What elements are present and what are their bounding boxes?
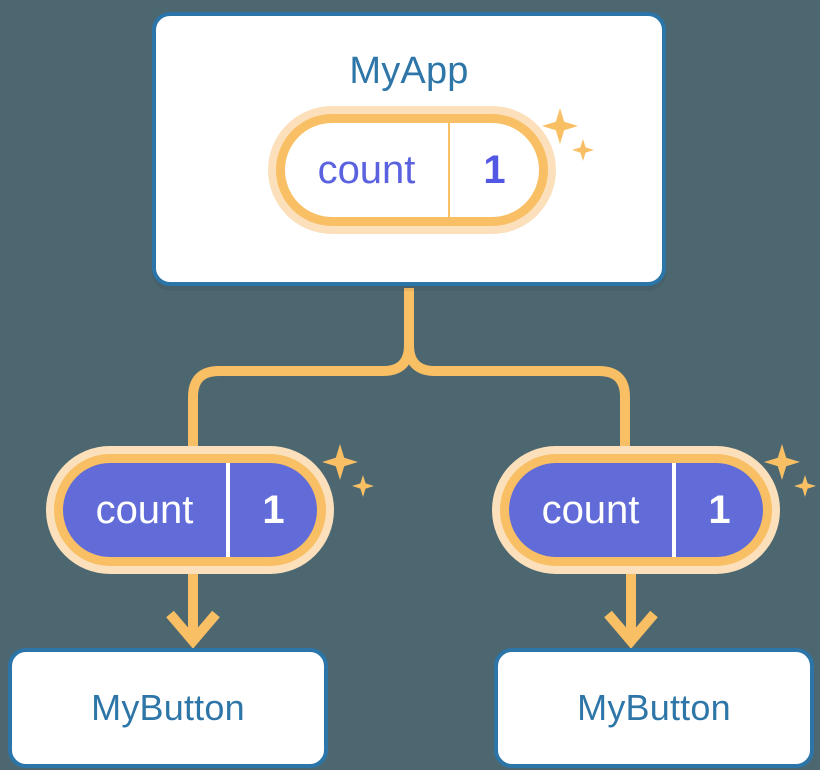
pill-body: count 1 [63,463,317,557]
state-pill-child-1[interactable]: count 1 [46,446,334,574]
state-pill-child-2[interactable]: count 1 [492,446,780,574]
state-pill-parent[interactable]: count 1 [268,106,556,234]
page-title: MyApp [349,50,469,92]
leaf-component-card-1[interactable]: MyButton [8,648,328,768]
sparkle-star-small [794,475,816,497]
pill-body: count 1 [509,463,763,557]
leaf-component-card-2[interactable]: MyButton [494,648,814,768]
arrow-down-icon-right [604,572,658,649]
pill-body: count 1 [285,123,539,217]
state-key-label: count [509,463,676,557]
sparkle-star-small [352,475,374,497]
leaf-component-label: MyButton [577,687,731,728]
branch-connector [188,288,630,455]
state-key-label: count [285,123,450,217]
state-value-label: 1 [708,487,731,532]
arrow-down-icon-left [166,572,220,649]
state-value-label: 1 [262,487,285,532]
state-key-label: count [63,463,230,557]
state-value-label: 1 [483,147,506,192]
leaf-component-label: MyButton [91,687,245,728]
